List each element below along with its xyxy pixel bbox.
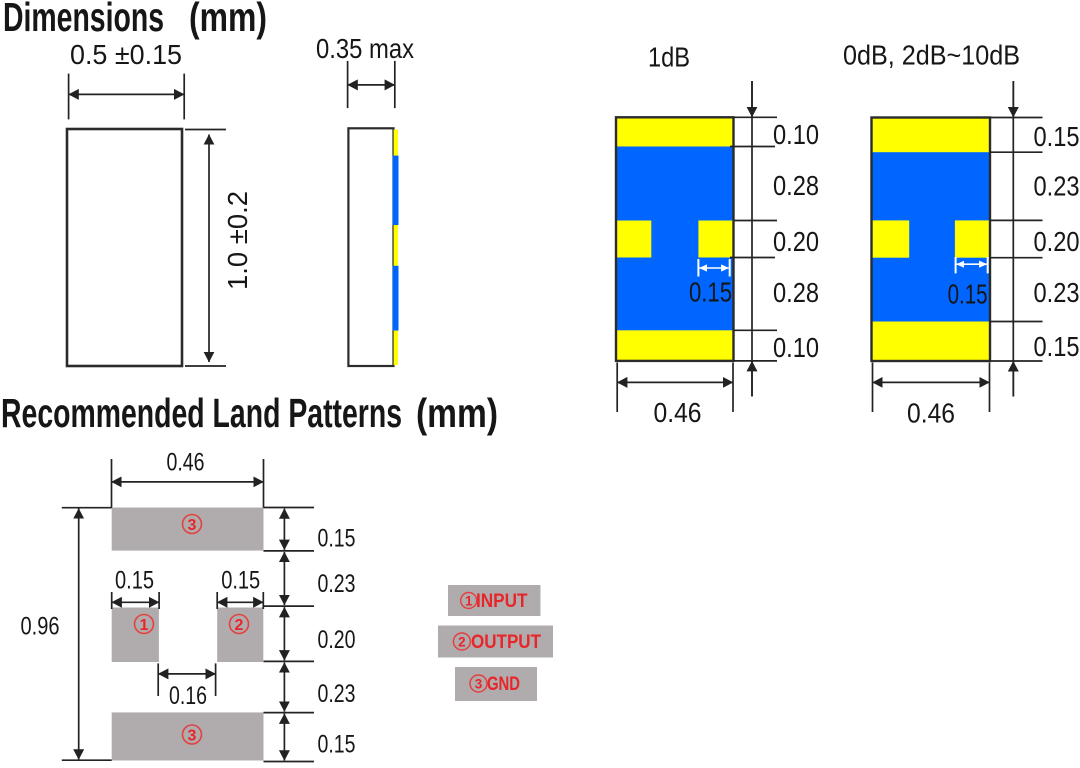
- svg-text:3: 3: [188, 727, 197, 744]
- svg-text:0.5 ±0.15: 0.5 ±0.15: [70, 39, 182, 70]
- svg-text:0.15: 0.15: [318, 731, 356, 759]
- svg-text:0.16: 0.16: [169, 682, 207, 710]
- svg-text:0.15: 0.15: [221, 567, 260, 595]
- svg-text:0.20: 0.20: [1034, 226, 1080, 257]
- svg-text:0.28: 0.28: [773, 277, 819, 308]
- svg-text:0.10: 0.10: [773, 119, 819, 150]
- svg-text:0.23: 0.23: [1034, 171, 1080, 202]
- svg-text:0.15: 0.15: [318, 525, 356, 553]
- svg-text:0.23: 0.23: [1034, 277, 1080, 308]
- svg-text:0.23: 0.23: [318, 570, 356, 598]
- svg-text:3: 3: [475, 676, 483, 691]
- svg-text:0.46: 0.46: [654, 397, 702, 428]
- svg-text:0.20: 0.20: [773, 226, 819, 257]
- svg-text:0.15: 0.15: [1034, 331, 1080, 362]
- svg-text:0.46: 0.46: [907, 398, 955, 429]
- svg-text:1.0 ±0.2: 1.0 ±0.2: [222, 191, 253, 290]
- svg-text:1: 1: [465, 593, 473, 608]
- svg-text:Recommended Land Patterns: Recommended Land Patterns: [1, 390, 402, 436]
- svg-text:OUTPUT: OUTPUT: [471, 632, 541, 653]
- svg-text:(mm): (mm): [416, 390, 498, 436]
- svg-text:Dimensions: Dimensions: [3, 0, 164, 40]
- svg-text:0.35 max: 0.35 max: [316, 33, 414, 64]
- svg-text:0.28: 0.28: [773, 170, 819, 201]
- svg-text:0.20: 0.20: [318, 626, 356, 654]
- svg-text:INPUT: INPUT: [476, 591, 528, 612]
- svg-text:0.15: 0.15: [948, 278, 988, 309]
- svg-text:(mm): (mm): [189, 0, 267, 40]
- svg-text:1dB: 1dB: [648, 42, 690, 73]
- svg-text:3: 3: [188, 517, 197, 534]
- svg-text:1: 1: [140, 617, 149, 634]
- svg-text:2: 2: [235, 617, 244, 634]
- svg-text:0.46: 0.46: [167, 449, 205, 477]
- svg-text:0.96: 0.96: [21, 613, 60, 641]
- svg-text:0.23: 0.23: [318, 680, 356, 708]
- svg-text:GND: GND: [487, 674, 520, 695]
- svg-text:2: 2: [458, 634, 466, 649]
- svg-text:0dB, 2dB~10dB: 0dB, 2dB~10dB: [843, 40, 1020, 71]
- svg-text:0.15: 0.15: [1034, 121, 1080, 152]
- svg-text:0.15: 0.15: [115, 567, 154, 595]
- svg-text:0.15: 0.15: [689, 277, 732, 308]
- svg-text:0.10: 0.10: [773, 332, 819, 363]
